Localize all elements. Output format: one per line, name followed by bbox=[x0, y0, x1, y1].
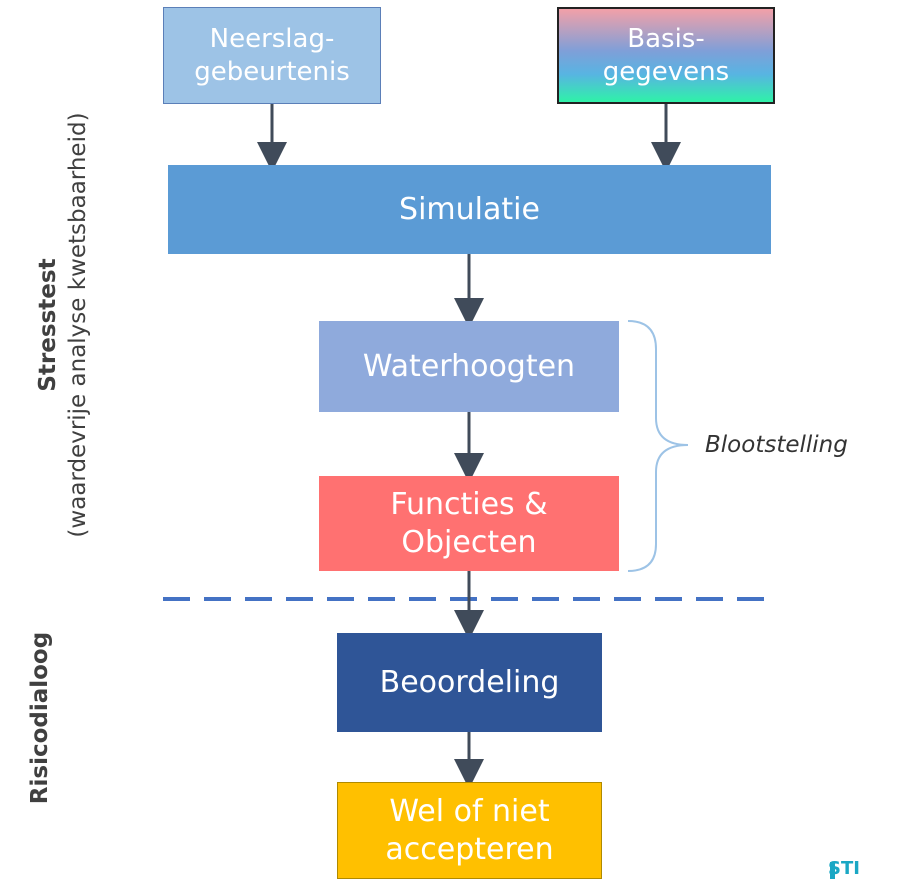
simulatie-box: Simulatie bbox=[168, 165, 771, 254]
blootstelling-label: Blootstelling bbox=[705, 432, 848, 458]
logo-mark bbox=[830, 862, 835, 879]
neerslag-gebeurtenis-box: Neerslag- gebeurtenis bbox=[163, 7, 381, 104]
stresstest-title: Stresstest bbox=[35, 258, 62, 392]
stresstest-side-label: Stresstest (waardevrije analyse kwetsbaa… bbox=[24, 45, 104, 605]
risicodialoog-side-label: Risicodialoog bbox=[27, 631, 53, 805]
beoordeling-box: Beoordeling bbox=[337, 633, 602, 732]
functies-objecten-box: Functies & Objecten bbox=[319, 476, 619, 571]
logo-text-fragment: STI bbox=[828, 858, 860, 879]
waterhoogten-box: Waterhoogten bbox=[319, 321, 619, 412]
wel-of-niet-accepteren-box: Wel of niet accepteren bbox=[337, 782, 602, 879]
basis-gegevens-box: Basis- gegevens bbox=[557, 7, 775, 104]
exposure-bracket bbox=[627, 320, 689, 572]
stresstest-subtitle: (waardevrije analyse kwetsbaarheid) bbox=[65, 112, 91, 538]
